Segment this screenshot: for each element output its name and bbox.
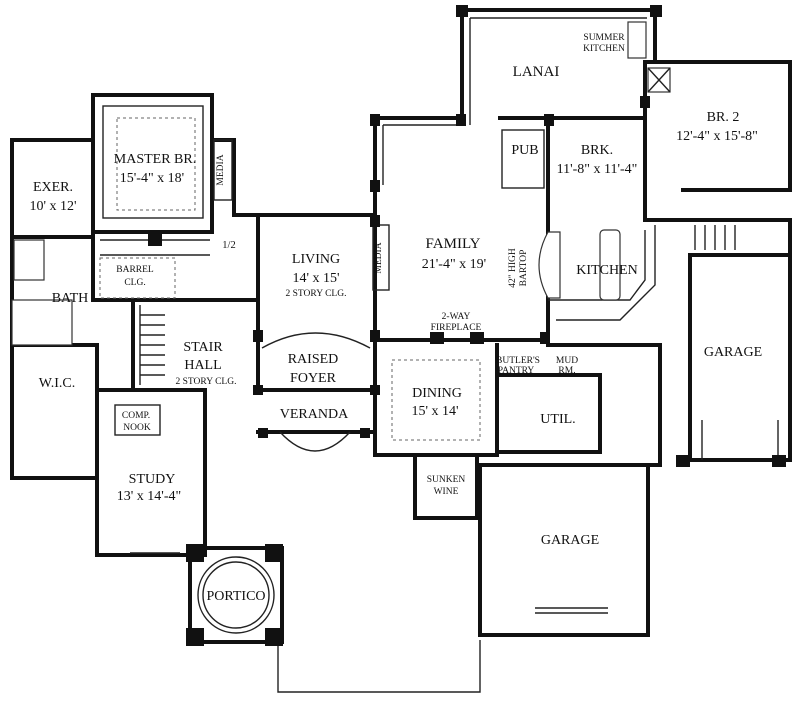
label-summer-kitchen-1: SUMMER: [583, 33, 625, 43]
label-family-size: 21'-4" x 19': [422, 257, 486, 272]
label-lanai: LANAI: [513, 64, 560, 80]
label-living-clg: 2 STORY CLG.: [286, 289, 347, 299]
label-barrel-clg: CLG.: [124, 278, 145, 288]
br2-stairs: [694, 225, 736, 250]
label-fireplace-1: 2-WAY: [442, 312, 471, 322]
label-dining: DINING: [412, 386, 462, 401]
label-summer-kitchen-2: KITCHEN: [583, 44, 625, 54]
label-study: STUDY: [129, 472, 176, 487]
label-bartop-1: 42" HIGH: [508, 248, 518, 288]
label-half-bath: 1/2: [222, 240, 235, 251]
label-kitchen: KITCHEN: [576, 263, 637, 278]
label-master: MASTER BR.: [114, 152, 196, 167]
label-pantry: PANTRY: [498, 366, 535, 376]
label-fireplace-2: FIREPLACE: [431, 323, 482, 333]
label-living: LIVING: [292, 252, 340, 267]
interior-details: [11, 17, 779, 634]
label-util: UTIL.: [540, 412, 575, 427]
label-stair: STAIR: [183, 340, 223, 355]
label-master-size: 15'-4" x 18': [120, 171, 184, 186]
label-mud: MUD: [556, 356, 578, 366]
label-portico: PORTICO: [206, 589, 265, 604]
label-br2: BR. 2: [707, 110, 740, 125]
label-bartop-2: BARTOP: [519, 250, 529, 287]
label-brk: BRK.: [581, 143, 613, 158]
label-study-size: 13' x 14'-4": [117, 489, 181, 504]
label-sunken: SUNKEN: [427, 475, 466, 485]
columns: [148, 5, 786, 646]
exterior-walls: [10, 8, 792, 693]
label-stair-clg: 2 STORY CLG.: [176, 377, 237, 387]
label-veranda: VERANDA: [280, 407, 349, 422]
stairs: [139, 305, 165, 385]
room-labels: LANAI SUMMER KITCHEN BR. 2 12'-4" x 15'-…: [29, 33, 762, 604]
label-pub: PUB: [511, 143, 538, 158]
label-nook: NOOK: [123, 423, 151, 433]
label-garage-bottom: GARAGE: [541, 533, 599, 548]
label-rm: RM.: [558, 366, 575, 376]
label-foyer: FOYER: [290, 371, 337, 386]
label-dining-size: 15' x 14': [411, 404, 458, 419]
label-living-size: 14' x 15': [292, 271, 339, 286]
label-barrel: BARREL: [116, 265, 154, 275]
label-family: FAMILY: [426, 236, 481, 252]
label-media-master: MEDIA: [216, 154, 226, 185]
label-wine: WINE: [434, 487, 459, 497]
label-comp: COMP.: [122, 411, 150, 421]
label-bath: BATH: [52, 291, 89, 306]
label-hall: HALL: [184, 358, 221, 373]
label-garage-right: GARAGE: [704, 345, 762, 360]
label-raised: RAISED: [288, 352, 339, 367]
label-media-family: MEDIA: [374, 242, 384, 273]
label-butlers: BUTLER'S: [496, 356, 540, 366]
label-exer: EXER.: [33, 180, 73, 195]
label-brk-size: 11'-8" x 11'-4": [557, 162, 638, 177]
label-exer-size: 10' x 12': [29, 199, 76, 214]
label-br2-size: 12'-4" x 15'-8": [676, 129, 758, 144]
label-wic: W.I.C.: [39, 376, 75, 391]
